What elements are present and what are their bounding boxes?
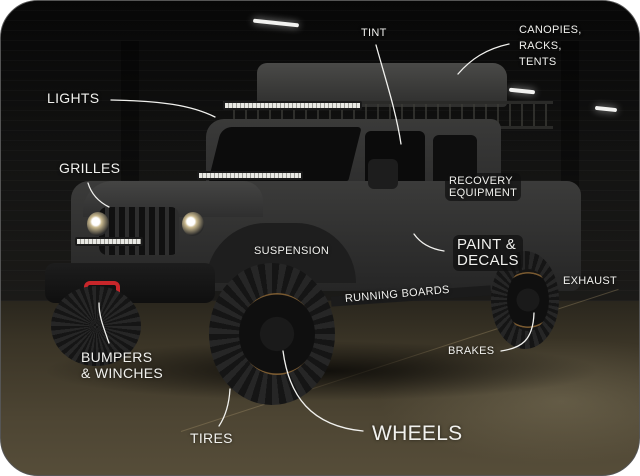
label-bumpers-winches: BUMPERS & WINCHES — [81, 349, 163, 381]
roof-tent — [257, 63, 507, 107]
label-line: & WINCHES — [81, 365, 164, 381]
bumper-light-bar — [75, 237, 143, 246]
front-left-tire — [51, 286, 141, 366]
side-mirror — [368, 159, 398, 189]
roof-light-bar — [223, 101, 362, 110]
label-line: RECOVERY — [449, 175, 513, 187]
grille — [99, 207, 179, 255]
label-paint-decals: PAINT & DECALS — [453, 235, 523, 271]
label-line: RACKS, — [519, 40, 562, 52]
label-canopies-racks-tents: CANOPIES, RACKS, TENTS — [519, 22, 582, 70]
label-tint: TINT — [361, 27, 387, 39]
label-brakes: BRAKES — [448, 345, 495, 357]
label-recovery-equipment: RECOVERY EQUIPMENT — [445, 173, 522, 201]
label-line: BUMPERS — [81, 349, 153, 365]
label-line: PAINT & — [457, 236, 517, 253]
label-wheels: WHEELS — [372, 422, 463, 445]
front-wheel-rim — [239, 293, 315, 375]
headlamp — [87, 212, 109, 236]
hood-light-bar — [197, 171, 303, 180]
label-grilles: GRILLES — [59, 160, 121, 176]
label-line: CANOPIES, — [519, 24, 582, 36]
label-lights: LIGHTS — [47, 90, 100, 106]
label-tires: TIRES — [190, 430, 233, 446]
label-line: EQUIPMENT — [449, 187, 518, 199]
label-exhaust: EXHAUST — [563, 275, 618, 287]
rear-wheel-rim — [507, 269, 549, 331]
label-line: TENTS — [519, 56, 557, 68]
label-suspension: SUSPENSION — [254, 245, 330, 257]
label-line: DECALS — [457, 252, 519, 269]
headlamp — [182, 212, 204, 236]
